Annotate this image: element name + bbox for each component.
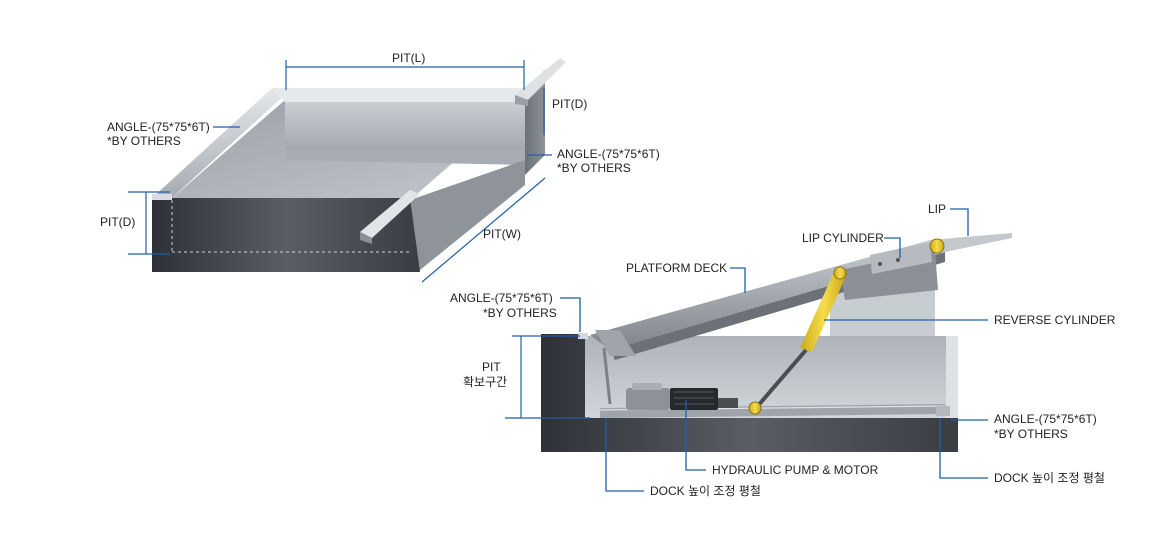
leveler-leaders xyxy=(505,208,988,492)
pit-front-angle xyxy=(360,190,420,238)
leveler-labels: LIP LIP CYLINDER PLATFORM DECK REVERSE C… xyxy=(450,202,1116,498)
pump-cap xyxy=(632,383,662,390)
lip-cylinder-housing xyxy=(870,242,932,274)
leader-lip-cylinder xyxy=(884,237,901,258)
label-angle-right-1: ANGLE-(75*75*6T) xyxy=(557,147,660,161)
label-angle-left-1: ANGLE-(75*75*6T) xyxy=(107,120,210,134)
label-pit-depth-right: PIT(D) xyxy=(552,97,587,111)
pump-valve xyxy=(718,398,738,408)
label-pit-clear-1: PIT xyxy=(482,360,501,374)
label-lip-cylinder: LIP CYLINDER xyxy=(802,231,884,245)
lip-hinge xyxy=(929,238,945,254)
pit-back-rim xyxy=(270,88,528,102)
label-angle-left-2: *BY OTHERS xyxy=(107,134,181,148)
pit-back-wall-shade xyxy=(285,150,525,165)
label-lip: LIP xyxy=(928,202,946,216)
pit-dimensions xyxy=(128,60,552,283)
label-hydraulic-pump: HYDRAULIC PUMP & MOTOR xyxy=(712,463,879,477)
reverse-cylinder-top-mount xyxy=(833,266,847,280)
leader-dock-steel-right xyxy=(939,418,988,479)
pit-right-slope xyxy=(410,160,525,270)
pit-front-face xyxy=(152,198,420,272)
label-pit-depth-left: PIT(D) xyxy=(100,215,135,229)
label-angle-bottom-2: *BY OTHERS xyxy=(994,427,1068,441)
leader-lip xyxy=(950,208,969,236)
pit-labels: PIT(L) PIT(D) PIT(D) PIT(W) ANGLE-(75*75… xyxy=(100,51,660,241)
pit-right-angle-face xyxy=(515,95,528,106)
lip-plate xyxy=(930,233,1012,252)
motor-body xyxy=(670,388,718,410)
label-pit-width: PIT(W) xyxy=(483,227,521,241)
pit-drawing xyxy=(152,58,566,272)
leader-angle-top xyxy=(560,297,581,332)
leveler-angle-bottom xyxy=(936,406,950,416)
label-reverse-cylinder: REVERSE CYLINDER xyxy=(994,313,1116,327)
lip-cylinder-bolt-2 xyxy=(896,258,900,262)
leader-platform-deck xyxy=(730,267,746,293)
pit-front-angle-face xyxy=(360,232,372,244)
reverse-cylinder-bottom-mount xyxy=(748,401,762,415)
pit-left-rim xyxy=(152,90,290,198)
deck-rear-hinge xyxy=(595,330,636,356)
label-angle-top-1: ANGLE-(75*75*6T) xyxy=(450,291,553,305)
label-dock-steel-left: DOCK 높이 조정 평철 xyxy=(650,484,761,498)
label-dock-steel-right: DOCK 높이 조정 평철 xyxy=(994,471,1105,485)
pit-back-wall xyxy=(285,88,525,160)
label-angle-top-2: *BY OTHERS xyxy=(483,306,557,320)
leveler-right-edge xyxy=(946,336,958,418)
label-angle-right-2: *BY OTHERS xyxy=(557,161,631,175)
lip-cylinder-bolt xyxy=(878,262,882,266)
dim-pit-width-line xyxy=(421,177,546,283)
pit-front-edge xyxy=(152,194,172,200)
label-pit-clear-2: 확보구간 xyxy=(463,375,507,389)
reverse-cylinder-barrel xyxy=(800,272,846,352)
leveler-pit-body xyxy=(541,334,958,452)
label-angle-bottom-1: ANGLE-(75*75*6T) xyxy=(994,412,1097,426)
pit-right-angle-top xyxy=(515,58,566,100)
label-pit-length: PIT(L) xyxy=(392,51,425,65)
deck-rear-support xyxy=(602,347,612,405)
leader-dock-steel-left xyxy=(605,418,644,492)
label-platform-deck: PLATFORM DECK xyxy=(626,261,727,275)
pump-body xyxy=(626,388,670,410)
reverse-cylinder-rod xyxy=(754,348,808,410)
leveler-drawing xyxy=(541,233,1012,452)
leader-hydraulic-pump xyxy=(685,400,706,471)
leveler-angle-top xyxy=(578,333,588,339)
